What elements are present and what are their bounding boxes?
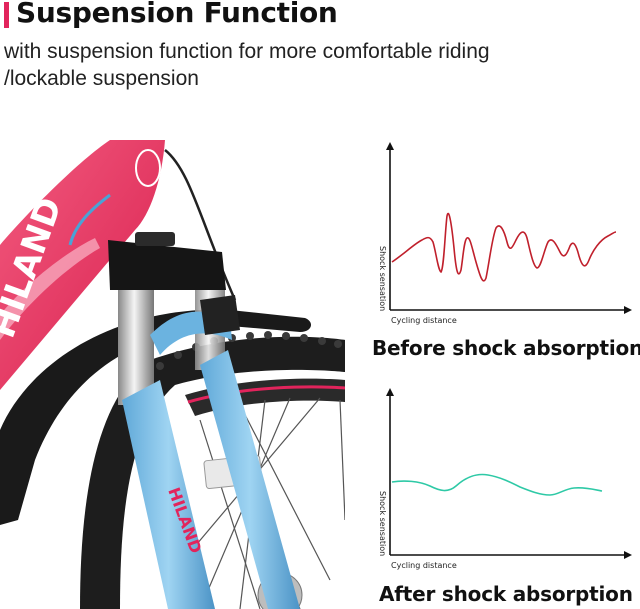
after-y-arrow	[386, 388, 394, 396]
before-ylabel: Shock sensation	[378, 246, 387, 311]
subtitle: with suspension function for more comfor…	[4, 38, 604, 92]
page-title: Suspension Function	[16, 0, 338, 29]
after-caption: After shock absorption	[379, 582, 633, 606]
before-x-arrow	[624, 306, 632, 314]
after-ylabel: Shock sensation	[378, 491, 387, 556]
before-shock-line	[391, 212, 617, 282]
before-caption: Before shock absorption	[372, 336, 640, 360]
subtitle-line-1: with suspension function for more comfor…	[4, 40, 490, 63]
subtitle-line-2: /lockable suspension	[4, 67, 199, 90]
after-chart-svg: Shock sensation Cycling distance	[378, 388, 632, 570]
after-xlabel: Cycling distance	[391, 561, 457, 570]
before-xlabel: Cycling distance	[391, 316, 457, 325]
bike-suspension-image: HILAND HILAND	[0, 140, 345, 609]
before-chart-svg: Shock sensation Cycling distance	[378, 142, 632, 325]
after-x-arrow	[624, 551, 632, 559]
after-chart: Shock sensation Cycling distance	[364, 385, 640, 577]
bike-illustration: HILAND HILAND	[0, 140, 345, 609]
title-accent-bar	[4, 2, 9, 28]
before-chart: Shock sensation Cycling distance	[364, 140, 640, 330]
after-shock-line	[391, 473, 603, 496]
before-y-arrow	[386, 142, 394, 150]
